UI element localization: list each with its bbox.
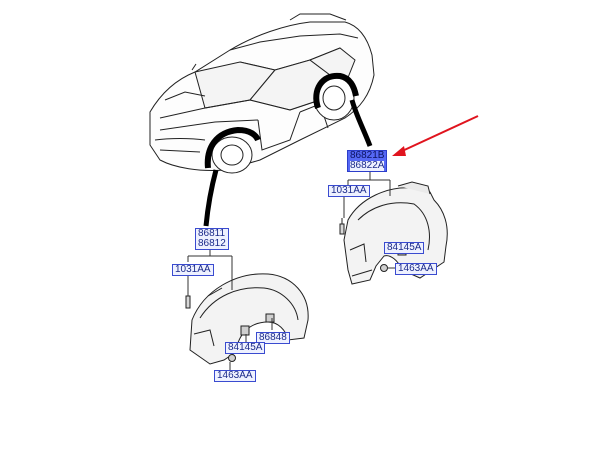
- rear-part-number-group[interactable]: 86821B 86822A: [347, 150, 388, 172]
- front-callout-lines: [187, 247, 273, 370]
- front-bracket-label[interactable]: 86848: [256, 332, 290, 344]
- front-part-number-top: 86811: [198, 228, 226, 239]
- rear-part-number-top: 86821B: [350, 150, 385, 161]
- front-part-number-bottom: 86812: [198, 238, 226, 249]
- rear-part-number-bottom: 86822A: [350, 160, 385, 171]
- red-arrow-icon: [392, 115, 479, 156]
- rear-clip-label[interactable]: 84145A: [384, 242, 425, 254]
- front-liner-illustration: [185, 273, 309, 365]
- rear-arch-highlight: [313, 72, 359, 109]
- rear-leader-band: [349, 99, 373, 147]
- front-clip-label[interactable]: 84145A: [225, 342, 266, 354]
- front-screw-label[interactable]: 1463AA: [214, 370, 256, 382]
- rear-bolt-label[interactable]: 1031AA: [328, 185, 370, 197]
- front-part-number-group[interactable]: 86811 86812: [195, 228, 229, 250]
- front-leader-band: [203, 169, 219, 227]
- front-bolt-label[interactable]: 1031AA: [172, 264, 214, 276]
- rear-liner-illustration: [339, 181, 448, 285]
- rear-screw-label[interactable]: 1463AA: [395, 263, 437, 275]
- front-arch-highlight: [204, 126, 261, 169]
- car-illustration: [149, 13, 375, 174]
